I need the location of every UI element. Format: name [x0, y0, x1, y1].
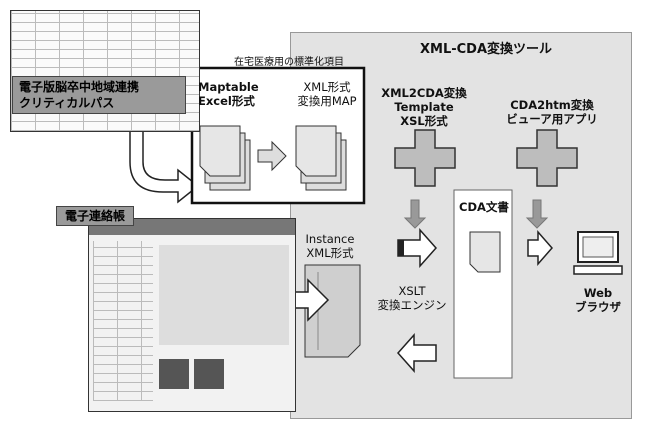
app-down-arrow	[527, 200, 547, 228]
xslt-label: XSLT 変換エンジン	[366, 284, 458, 312]
excel-doc-icon	[200, 126, 250, 190]
curved-arrow	[130, 130, 198, 202]
standard-caption: 在宅医療用の標準化項目	[234, 56, 344, 70]
return-arrow	[398, 335, 436, 371]
xml2cda-label: XML2CDA変換 Template XSL形式	[374, 86, 474, 128]
maptable-label: Maptable Excel形式	[198, 80, 268, 108]
cda2htm-label: CDA2htm変換 ビューア用アプリ	[492, 98, 612, 126]
xml-map-label: XML形式 変換用MAP	[290, 80, 364, 108]
renraku-label: 電子連絡帳	[56, 206, 134, 226]
cda-doc-box	[454, 190, 512, 378]
cda2htm-app-icon	[517, 130, 577, 186]
pathway-label: 電子版脳卒中地域連携 クリティカルパス	[12, 76, 186, 114]
cda-doc-icon	[470, 232, 500, 272]
xml2cda-template-icon	[395, 130, 455, 186]
computer-icon	[574, 232, 622, 274]
template-down-arrow	[405, 200, 425, 228]
renraku-screenshot	[88, 218, 296, 412]
map-doc-icon	[296, 126, 346, 190]
web-label: Web ブラウザ	[568, 286, 628, 314]
cda-doc-label: CDA文書	[456, 200, 512, 214]
web-arrow	[528, 232, 552, 264]
xslt-out-arrow	[398, 240, 404, 256]
instance-label: Instance XML形式	[298, 232, 362, 260]
